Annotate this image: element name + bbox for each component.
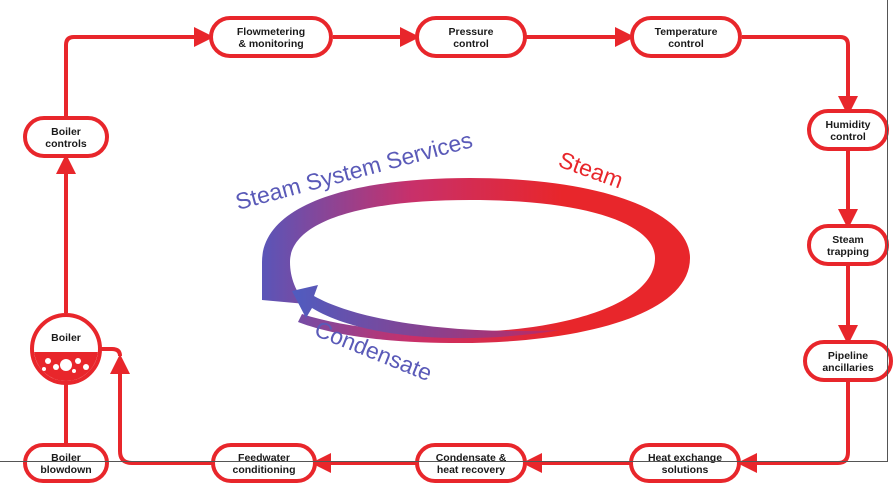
node-label-line: Flowmetering — [237, 26, 305, 38]
node-label-line: Pipeline — [828, 350, 868, 362]
node-box — [23, 116, 109, 158]
connector-boiler-side-return — [100, 347, 122, 357]
condensate-arrow — [292, 285, 560, 339]
node-label-line: control — [668, 38, 704, 50]
node-box — [803, 340, 893, 382]
node-label-line: solutions — [662, 464, 709, 476]
connector-temperature-to-humidity — [742, 35, 858, 116]
boiler-bubble — [60, 359, 72, 371]
node-label-line: Condensate & — [436, 452, 507, 464]
node-label-line: trapping — [827, 246, 869, 258]
node-label-line: Feedwater — [238, 452, 290, 464]
boiler-bubble — [53, 364, 59, 370]
node-condensate-recovery: Condensate &heat recovery — [415, 443, 527, 483]
node-label-line: Pressure — [449, 26, 494, 38]
node-label-line: conditioning — [233, 464, 296, 476]
service-nodes: Flowmetering& monitoringPressurecontrolT… — [23, 16, 893, 483]
node-flowmetering: Flowmetering& monitoring — [209, 16, 333, 58]
node-label-line: Boiler — [51, 332, 81, 344]
node-box — [415, 443, 527, 483]
boiler-bubble — [75, 358, 81, 364]
node-label-line: heat recovery — [437, 464, 505, 476]
node-label-line: control — [453, 38, 489, 50]
boiler-bubble — [83, 364, 89, 370]
node-label-line: & monitoring — [238, 38, 303, 50]
steam-condensate-cycle-graphic — [262, 178, 690, 343]
node-label-line: Humidity — [826, 119, 871, 131]
node-label-line: control — [830, 131, 866, 143]
boiler-bubble — [45, 358, 51, 364]
node-box — [209, 16, 333, 58]
node-boiler: Boiler — [30, 313, 102, 385]
node-label-line: Temperature — [655, 26, 718, 38]
connector-boiler-controls-to-flowmetering — [64, 27, 214, 117]
node-label-line: Boiler — [51, 452, 81, 464]
node-label-line: Boiler — [51, 126, 81, 138]
node-box — [415, 16, 527, 58]
node-box — [630, 16, 742, 58]
flow-connectors — [56, 27, 858, 473]
node-box — [23, 443, 109, 483]
node-label-line: ancillaries — [822, 362, 874, 374]
node-label-line: Steam — [832, 234, 864, 246]
boiler-outline — [30, 313, 102, 385]
node-label-line: blowdown — [40, 464, 91, 476]
node-label-line: controls — [45, 138, 87, 150]
connector-pipeline-to-heat-exchange — [737, 380, 850, 473]
node-box — [629, 443, 741, 483]
boiler-bubble — [42, 367, 46, 371]
node-box — [211, 443, 317, 483]
node-label-line: Heat exchange — [648, 452, 722, 464]
connector-feedwater-to-boiler — [110, 354, 212, 465]
boiler-bubble — [72, 369, 76, 373]
